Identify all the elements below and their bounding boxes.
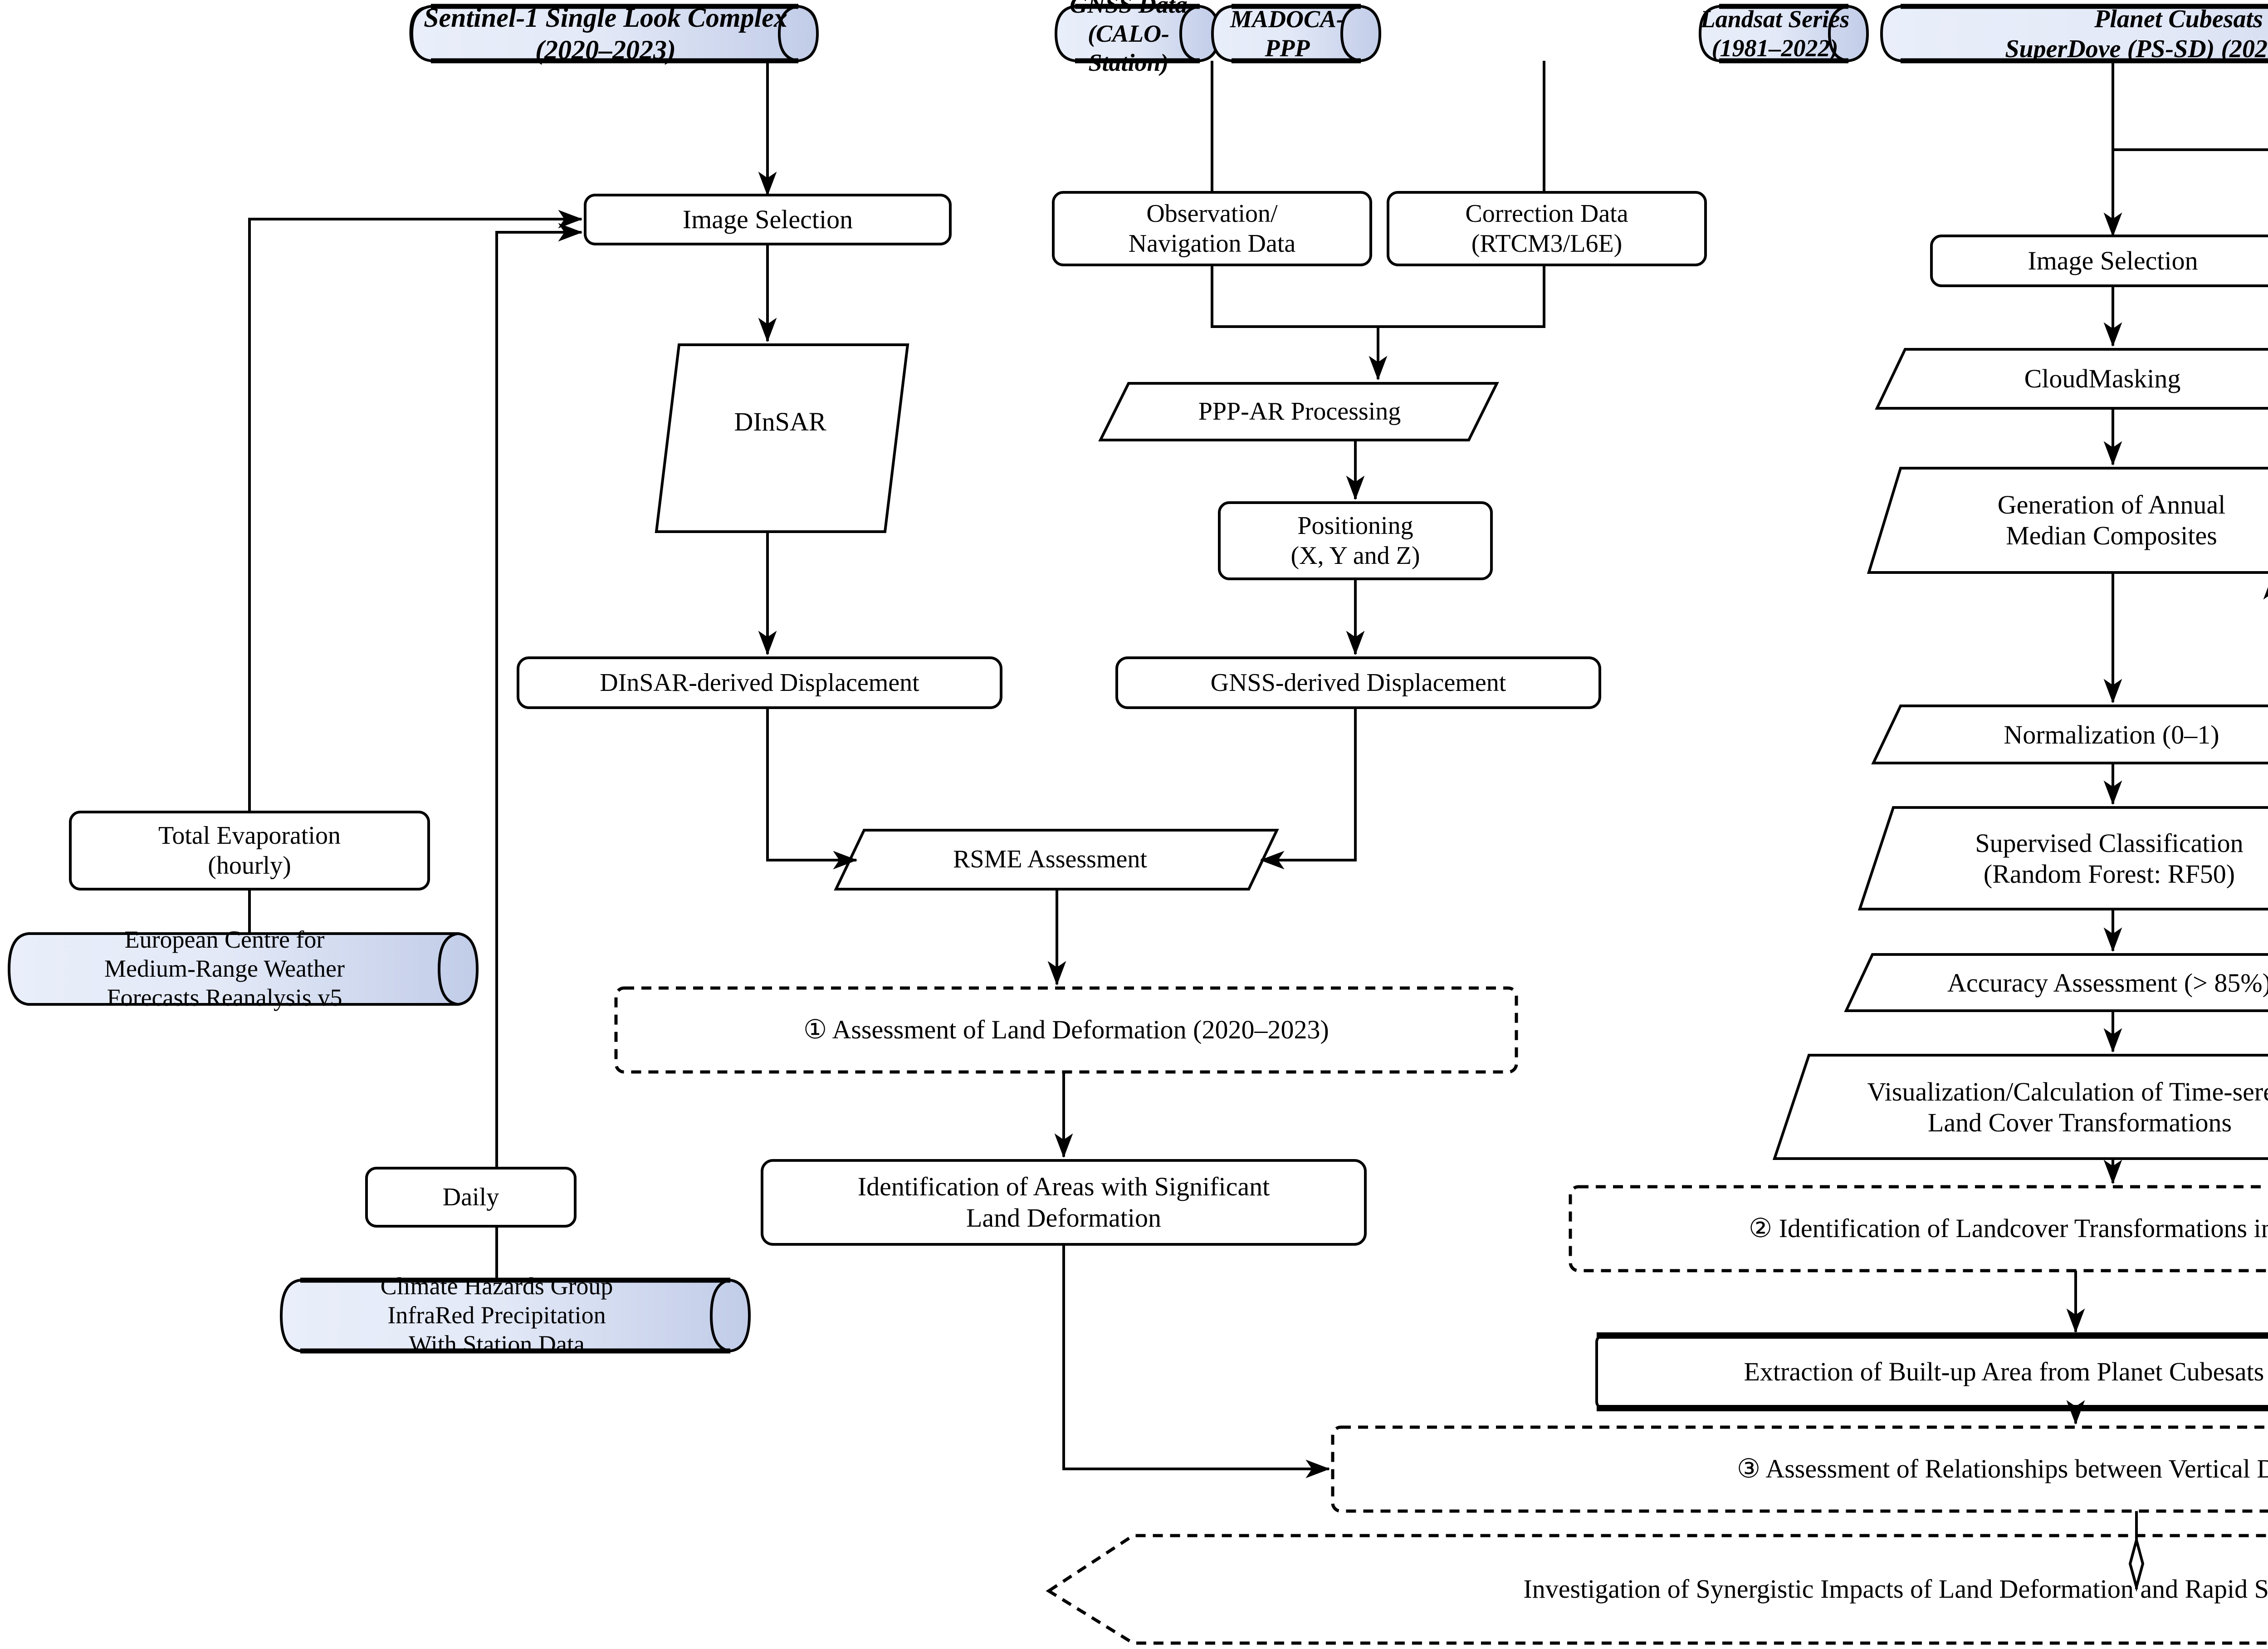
box-objective-1 xyxy=(614,986,1518,1074)
shape-annual-composites xyxy=(1867,467,2268,574)
box-extraction-builtup xyxy=(1595,1334,2268,1409)
shape-dinsar xyxy=(655,343,909,533)
shape-rsme xyxy=(834,829,1279,891)
box-total-evaporation xyxy=(69,811,430,891)
shape-normalization xyxy=(1871,705,2268,764)
process-shapes xyxy=(69,191,2268,1411)
connectors xyxy=(248,61,2268,1592)
shape-ppp-ar xyxy=(1098,382,1499,441)
box-daily xyxy=(365,1167,577,1228)
shape-conclusion-hexagon xyxy=(1046,1534,2268,1645)
box-dinsar-displacement xyxy=(517,656,1002,709)
box-correction xyxy=(1387,191,1707,266)
shape-visualization xyxy=(1772,1054,2268,1160)
shape-supervised xyxy=(1857,806,2268,910)
box-observation xyxy=(1052,191,1372,266)
datasource-cylinders xyxy=(7,4,2268,1354)
box-gnss-displacement xyxy=(1115,656,1601,709)
box-identification-areas xyxy=(761,1159,1367,1246)
shape-cloudmasking xyxy=(1875,348,2268,410)
box-image-selection-sar xyxy=(584,194,952,245)
objective-shapes xyxy=(614,986,2268,1645)
box-image-selection-optical xyxy=(1930,235,2268,287)
box-objective-3 xyxy=(1331,1425,2268,1513)
box-positioning xyxy=(1218,501,1493,580)
box-objective-2 xyxy=(1569,1185,2268,1272)
shape-accuracy xyxy=(1844,953,2268,1012)
